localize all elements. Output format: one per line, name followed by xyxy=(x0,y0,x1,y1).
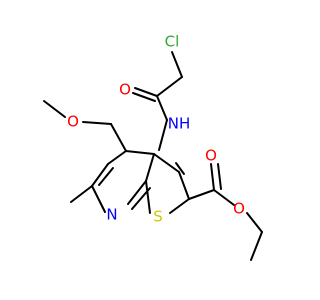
amide-oxygen-label: O xyxy=(119,81,131,99)
bond-c3-c3a-double xyxy=(175,162,185,175)
bond-c3a-c3 xyxy=(153,153,180,173)
amide-nitrogen-label: NH xyxy=(168,115,191,133)
bond-c7a-n xyxy=(127,180,147,205)
bond-nh-ring xyxy=(158,119,168,151)
bond-amide-carbonyl-o-1 xyxy=(134,87,158,97)
bond-amide-carbonyl-o-2 xyxy=(132,92,156,102)
ester-single-oxygen-label: O xyxy=(233,200,245,218)
bond-c2-s xyxy=(169,198,190,214)
bond-ester-c-o xyxy=(213,189,235,206)
bond-c3a-c7a xyxy=(145,153,155,182)
bonds xyxy=(43,51,263,261)
bond-c6-methyl xyxy=(70,185,93,203)
bond-c6-c5-inner xyxy=(98,167,114,186)
molecule-diagram: Cl O NH O O O N S xyxy=(43,32,263,261)
bond-carbonyl-nh xyxy=(156,95,168,121)
bond-c2-ester-c xyxy=(188,189,215,200)
bond-n-c6 xyxy=(91,185,106,213)
bond-methyl-o xyxy=(43,100,66,118)
bond-c5-c4 xyxy=(107,150,127,165)
pyridine-nitrogen-label: N xyxy=(106,206,117,224)
bond-cl-ch2 xyxy=(171,51,183,78)
bond-ester-carbonyl-o-1 xyxy=(210,163,215,191)
bond-ethyl-ch3 xyxy=(250,231,263,261)
bond-c3-c2 xyxy=(178,171,190,200)
bond-c6-c5 xyxy=(91,163,109,187)
thiophene-sulfur-label: S xyxy=(153,208,163,226)
chlorine-label: Cl xyxy=(165,33,180,51)
bond-s-c7a xyxy=(145,180,151,214)
bond-o-ethyl xyxy=(246,212,263,233)
bond-ester-carbonyl-o-2 xyxy=(217,163,222,190)
ester-carbonyl-oxygen-label: O xyxy=(205,147,217,165)
bond-ch2-ring xyxy=(110,123,127,152)
methoxy-oxygen-label: O xyxy=(67,113,79,131)
bond-o-ch2 xyxy=(82,121,112,125)
molecule-structure: Cl O NH O O O N S xyxy=(43,33,263,261)
bond-c4-c3a xyxy=(125,150,155,155)
bond-ch2-carbonyl xyxy=(156,76,183,97)
